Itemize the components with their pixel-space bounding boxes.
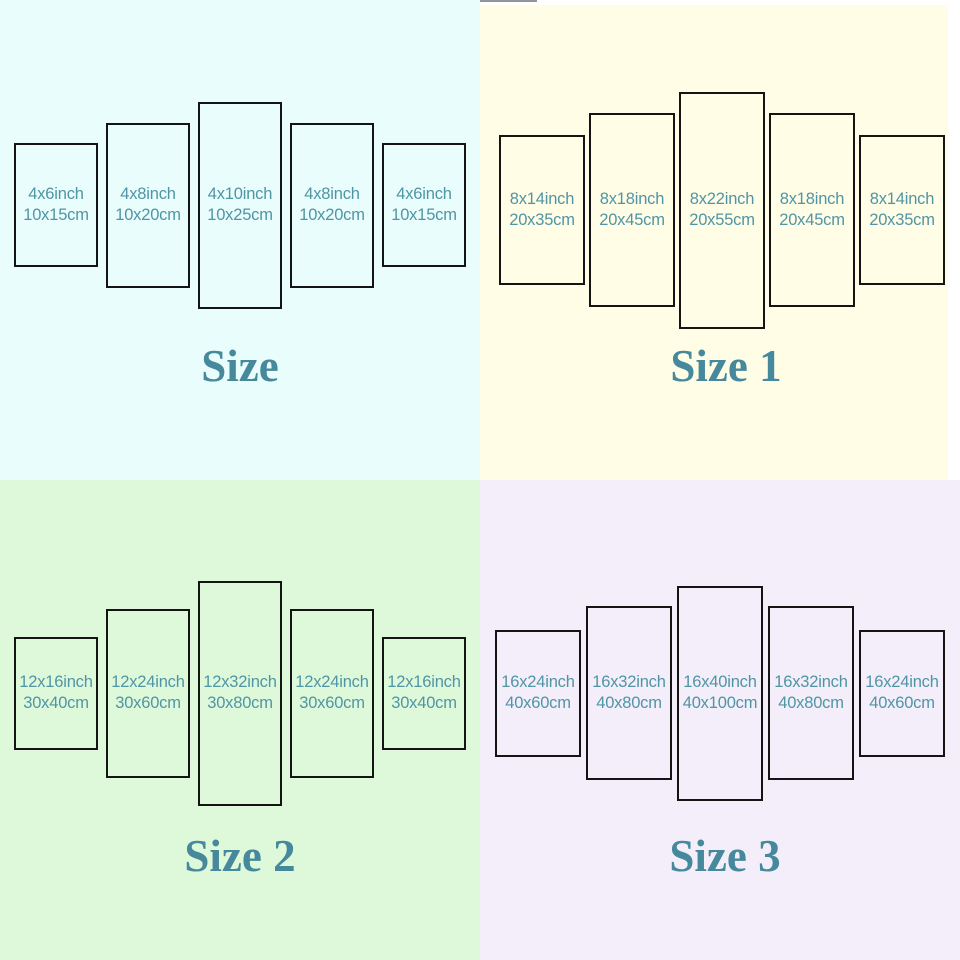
size-panel: 4x8inch 10x20cm: [290, 122, 374, 288]
panel-size-inch: 12x16inch: [19, 673, 93, 691]
size-panel: 8x14inch 20x35cm: [499, 135, 585, 285]
panel-size-inch: 8x18inch: [599, 190, 665, 208]
panel-size-inch: 12x24inch: [111, 673, 185, 691]
quadrant-size-3: 16x24inch 40x60cm 16x32inch 40x80cm 16x4…: [480, 480, 960, 960]
panel-size-cm: 30x60cm: [115, 694, 181, 712]
panel-size-cm: 20x55cm: [689, 211, 755, 229]
panel-size-cm: 10x25cm: [207, 206, 273, 224]
panel-group: 12x16inch 30x40cm 12x24inch 30x60cm 12x3…: [0, 488, 480, 898]
size-panel: 8x14inch 20x35cm: [859, 135, 945, 285]
panel-size-inch: 4x8inch: [304, 185, 360, 203]
panel-size-cm: 30x80cm: [207, 694, 273, 712]
panel-size-cm: 10x20cm: [115, 206, 181, 224]
panel-size-cm: 10x15cm: [23, 206, 89, 224]
panel-size-inch: 8x14inch: [509, 190, 575, 208]
panel-size-inch: 12x24inch: [295, 673, 369, 691]
size-panel: 4x6inch 10x15cm: [14, 143, 98, 267]
quadrant-title: Size: [201, 341, 279, 391]
panel-size-inch: 16x24inch: [865, 673, 939, 691]
size-panel: 8x22inch 20x55cm: [679, 91, 765, 329]
panel-size-cm: 40x60cm: [505, 694, 571, 712]
panel-group: 8x14inch 20x35cm 8x18inch 20x45cm 8x22in…: [480, 5, 948, 415]
quadrant-title: Size 1: [670, 341, 782, 391]
size-panel: 16x32inch 40x80cm: [586, 606, 672, 780]
panel-size-inch: 8x18inch: [779, 190, 845, 208]
size-panel: 4x8inch 10x20cm: [106, 122, 190, 288]
panel-size-inch: 8x14inch: [869, 190, 935, 208]
size-panel: 16x40inch 40x100cm: [677, 585, 763, 801]
panel-size-inch: 16x24inch: [501, 673, 575, 691]
panel-size-cm: 10x20cm: [299, 206, 365, 224]
panel-size-cm: 20x35cm: [869, 211, 935, 229]
panel-size-cm: 40x80cm: [778, 694, 844, 712]
size-panel: 4x6inch 10x15cm: [382, 143, 466, 267]
panel-size-cm: 20x45cm: [599, 211, 665, 229]
panel-size-cm: 20x45cm: [779, 211, 845, 229]
panel-size-cm: 40x60cm: [869, 694, 935, 712]
panel-size-inch: 4x8inch: [120, 185, 176, 203]
size-panel: 8x18inch 20x45cm: [589, 113, 675, 307]
size-panel: 12x16inch 30x40cm: [382, 636, 466, 750]
panel-group: 4x6inch 10x15cm 4x8inch 10x20cm 4x10inch…: [0, 0, 480, 410]
panel-size-inch: 8x22inch: [689, 190, 755, 208]
panel-size-cm: 30x40cm: [23, 694, 89, 712]
panel-size-inch: 4x6inch: [396, 185, 452, 203]
quadrant-inner-background: 8x14inch 20x35cm 8x18inch 20x45cm 8x22in…: [480, 5, 948, 480]
size-panel: 16x32inch 40x80cm: [768, 606, 854, 780]
size-panel: 12x24inch 30x60cm: [106, 608, 190, 778]
panel-size-cm: 20x35cm: [509, 211, 575, 229]
panel-size-inch: 4x6inch: [28, 185, 84, 203]
panel-size-cm: 30x40cm: [391, 694, 457, 712]
panel-group: 16x24inch 40x60cm 16x32inch 40x80cm 16x4…: [480, 488, 960, 898]
scan-artifact-line: [480, 0, 537, 2]
panel-size-inch: 12x16inch: [387, 673, 461, 691]
panel-size-cm: 30x60cm: [299, 694, 365, 712]
panel-size-cm: 40x100cm: [682, 694, 758, 712]
quadrant-size-1: 8x14inch 20x35cm 8x18inch 20x45cm 8x22in…: [480, 0, 960, 480]
size-panel: 8x18inch 20x45cm: [769, 113, 855, 307]
size-panel: 4x10inch 10x25cm: [198, 101, 282, 309]
panel-size-inch: 16x32inch: [774, 673, 848, 691]
panel-size-cm: 10x15cm: [391, 206, 457, 224]
panel-size-inch: 4x10inch: [207, 185, 273, 203]
quadrant-size-2: 12x16inch 30x40cm 12x24inch 30x60cm 12x3…: [0, 480, 480, 960]
panel-size-inch: 12x32inch: [203, 673, 277, 691]
panel-size-cm: 40x80cm: [596, 694, 662, 712]
size-panel: 12x32inch 30x80cm: [198, 580, 282, 806]
quadrant-title: Size 3: [669, 831, 781, 881]
size-panel: 16x24inch 40x60cm: [495, 629, 581, 757]
panel-size-inch: 16x32inch: [592, 673, 666, 691]
panel-size-inch: 16x40inch: [683, 673, 757, 691]
size-panel: 12x16inch 30x40cm: [14, 636, 98, 750]
quadrant-title: Size 2: [184, 831, 296, 881]
size-panel: 12x24inch 30x60cm: [290, 608, 374, 778]
size-panel: 16x24inch 40x60cm: [859, 629, 945, 757]
quadrant-size: 4x6inch 10x15cm 4x8inch 10x20cm 4x10inch…: [0, 0, 480, 480]
